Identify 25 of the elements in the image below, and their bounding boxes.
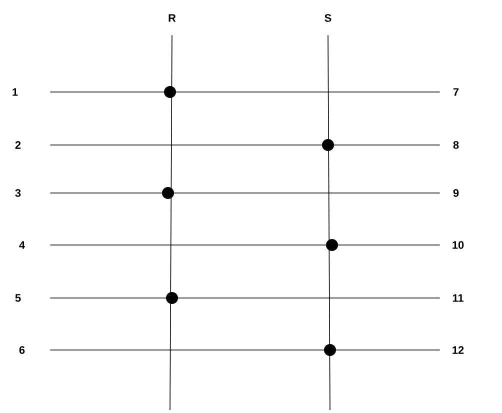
wire-line [50, 244, 440, 246]
rail-label: R [168, 14, 176, 22]
terminal-number: 8 [453, 141, 459, 149]
rail-line [170, 34, 172, 410]
terminal-number: 12 [452, 346, 464, 354]
junction-dot [162, 187, 174, 199]
junction-dot [326, 239, 338, 251]
terminal-number: 10 [452, 241, 464, 249]
wire-line [50, 144, 440, 146]
junction-dot [322, 139, 334, 151]
terminal-number: 6 [19, 346, 25, 354]
terminal-number: 5 [15, 294, 21, 302]
rail-label: S [324, 14, 332, 22]
terminal-number: 4 [19, 241, 25, 249]
terminal-number: 7 [453, 88, 459, 96]
wire-line [50, 192, 440, 194]
junction-dot [324, 344, 336, 356]
terminal-number: 11 [452, 294, 464, 302]
rail-line [328, 34, 330, 410]
junction-dot [164, 86, 176, 98]
terminal-number: 2 [15, 141, 21, 149]
terminal-number: 3 [15, 189, 21, 197]
terminal-number: 1 [12, 88, 18, 96]
junction-dot [166, 292, 178, 304]
terminal-number: 9 [453, 189, 459, 197]
